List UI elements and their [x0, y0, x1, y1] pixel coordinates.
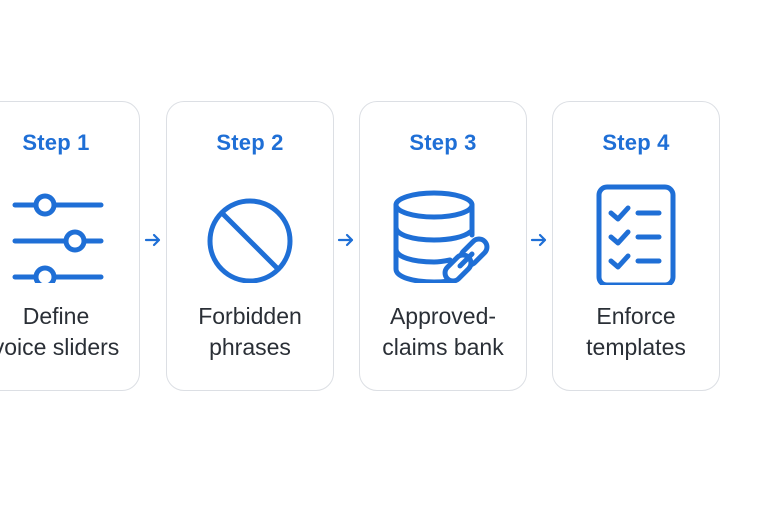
- step-card-1: Step 1 Define voice sliders: [0, 101, 140, 391]
- arrow-right-icon: [144, 233, 161, 247]
- step-2-caption-line-2: phrases: [209, 334, 291, 360]
- step-1-label: Step 1: [22, 130, 90, 155]
- step-1-caption: Define voice sliders: [0, 301, 159, 363]
- sliders-icon: [0, 178, 139, 288]
- step-1-caption-line-2: voice sliders: [0, 334, 120, 360]
- arrow-right-icon: [530, 233, 547, 247]
- database-link-icon: [360, 178, 526, 288]
- step-card-2: Step 2 Forbidden phrases: [166, 101, 334, 391]
- prohibited-icon: [167, 178, 333, 288]
- step-4-caption-line-2: templates: [586, 334, 686, 360]
- step-2-label: Step 2: [216, 130, 284, 155]
- step-3-label: Step 3: [409, 130, 477, 155]
- step-2-caption-line-1: Forbidden: [198, 303, 302, 329]
- step-4-caption-line-1: Enforce: [596, 303, 676, 329]
- step-3-caption: Approved- claims bank: [320, 301, 566, 363]
- step-3-caption-line-2: claims bank: [382, 334, 504, 360]
- checklist-icon: [553, 178, 719, 288]
- arrow-right-icon: [337, 233, 354, 247]
- step-2-caption: Forbidden phrases: [127, 301, 373, 363]
- step-card-4: Step 4 Enforce templates: [552, 101, 720, 391]
- step-card-3: Step 3 Approved- claims bank: [359, 101, 527, 391]
- step-4-label: Step 4: [602, 130, 670, 155]
- step-4-caption: Enforce templates: [513, 301, 759, 363]
- step-1-caption-line-1: Define: [22, 303, 90, 329]
- step-3-caption-line-1: Approved-: [389, 303, 497, 329]
